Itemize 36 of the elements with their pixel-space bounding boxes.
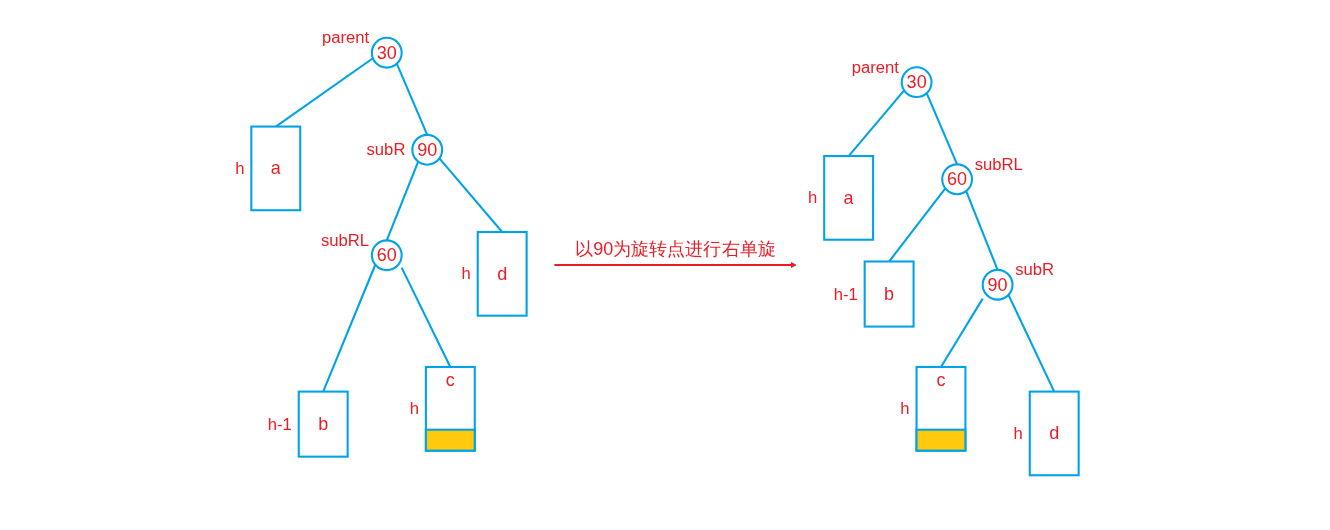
node-box: d — [476, 231, 528, 317]
connector — [322, 264, 377, 392]
node-circle: 90 — [981, 268, 1014, 301]
connector — [925, 92, 959, 165]
node-box: a — [250, 125, 302, 212]
node-caption: h — [808, 188, 818, 208]
node-circle: 30 — [900, 66, 933, 99]
node-caption: h — [461, 264, 471, 284]
node-caption: h — [900, 399, 910, 419]
node-caption: h-1 — [833, 284, 858, 304]
node-box: b — [863, 260, 915, 328]
node-circle: 30 — [370, 36, 403, 69]
node-bar — [424, 428, 476, 452]
connector — [847, 89, 905, 157]
node-caption: h — [409, 399, 419, 419]
connector — [438, 157, 503, 233]
node-caption: subRL — [321, 230, 370, 250]
connector — [385, 161, 420, 241]
node-box: a — [823, 155, 875, 241]
label: 以90为旋转点进行右单旋 — [575, 237, 776, 259]
node-caption: subRL — [974, 154, 1023, 174]
node-bar — [915, 428, 967, 452]
node-caption: h-1 — [267, 414, 292, 434]
node-circle: 90 — [411, 133, 444, 166]
connector — [965, 190, 999, 271]
node-circle: 60 — [941, 163, 974, 196]
node-caption: subR — [1015, 260, 1055, 280]
node-caption: h — [1013, 423, 1023, 443]
node-caption: parent — [321, 28, 370, 48]
connector — [395, 63, 429, 136]
node-circle: 60 — [370, 239, 403, 272]
node-caption: h — [235, 158, 245, 178]
node-caption: parent — [851, 57, 899, 77]
node-box: d — [1028, 390, 1080, 477]
node-box: b — [297, 390, 349, 458]
node-caption: subR — [366, 140, 406, 160]
